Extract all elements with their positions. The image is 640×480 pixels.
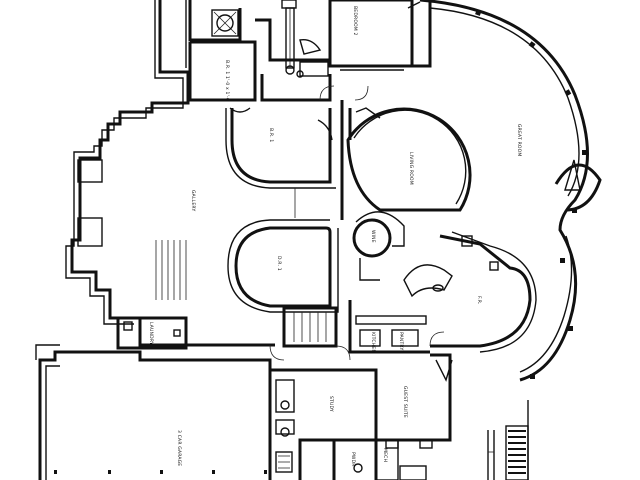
garage-label: 3 CAR GARAGE <box>176 430 182 466</box>
study: STUDY <box>270 368 378 480</box>
door-swings <box>269 85 445 361</box>
dining-label: D.R. 1 <box>276 256 282 271</box>
gallery-label: GALLERY <box>190 190 196 211</box>
wine-label: WINE <box>370 230 376 243</box>
family-label: F.R. <box>476 296 482 305</box>
kitchen-label: KITCHEN <box>370 332 376 353</box>
wine-room: WINE <box>352 211 405 281</box>
family-room: F.R. <box>403 231 537 353</box>
great-room-label: GREAT ROOM <box>516 124 522 156</box>
kitchen: KITCHEN PANTRY <box>348 300 430 354</box>
living-label: LIVING ROOM <box>408 152 414 185</box>
bedroom-1: B.R. 1 <box>225 107 336 189</box>
bedroom-2-label: BEDROOM 2 <box>352 6 358 36</box>
garage: 3 CAR GARAGE <box>35 344 272 480</box>
living-room: LIVING ROOM <box>346 107 472 212</box>
exterior-stairs <box>487 400 529 480</box>
bedroom-2: BEDROOM 2 <box>328 0 432 71</box>
guest-suite: GUEST SUITE <box>374 353 453 480</box>
corridor <box>282 100 344 348</box>
laundry: LAUNDRY <box>116 316 188 350</box>
gallery: GALLERY <box>155 188 296 300</box>
bedroom-1-label: B.R. 1 <box>268 128 274 142</box>
pantry-label: PANTRY <box>398 332 404 350</box>
outer-wall-left <box>65 0 275 347</box>
powder-mech: PWDR MECH <box>332 438 399 480</box>
laundry-label: LAUNDRY <box>148 322 154 345</box>
mech-label: MECH <box>382 448 388 462</box>
study-label: STUDY <box>328 396 334 412</box>
bath-label: B.R. 1 1'-0 x 1'-0 <box>224 60 230 101</box>
guest-suite-label: GUEST SUITE <box>402 386 408 418</box>
master-bath: B.R. 1 1'-0 x 1'-0 <box>188 0 332 102</box>
great-room: GREAT ROOM <box>419 0 602 382</box>
dining-room: D.R. 1 <box>227 219 339 313</box>
pwdr-label: PWDR <box>350 452 356 467</box>
